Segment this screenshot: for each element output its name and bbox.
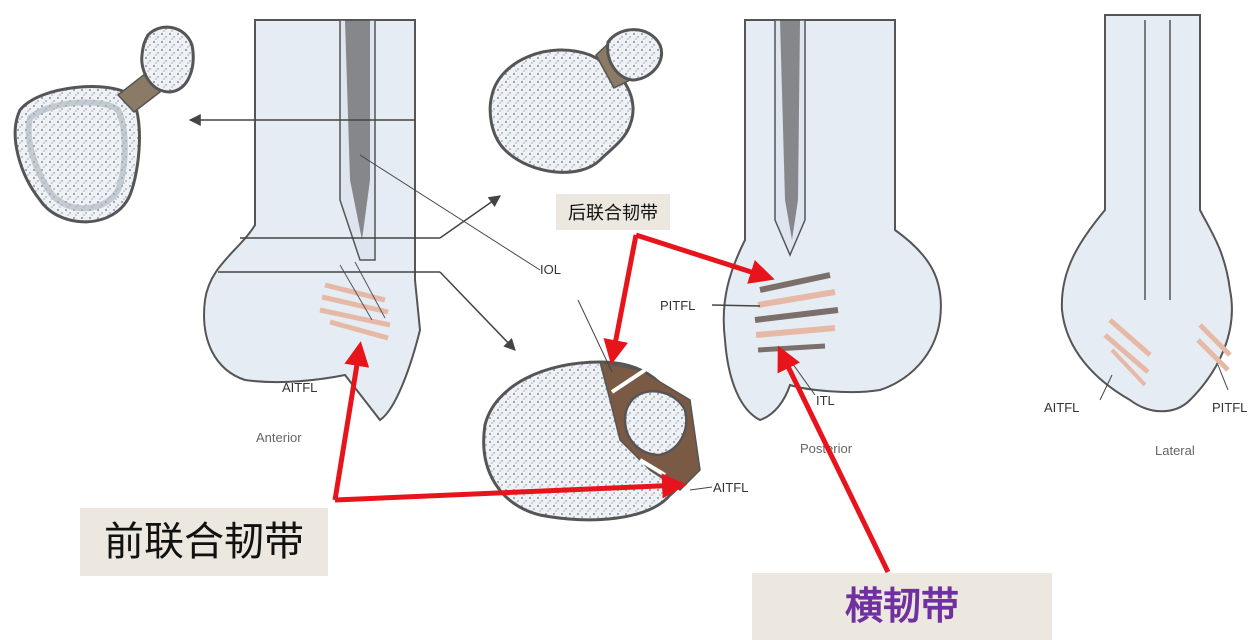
pitfl-lateral-label: PITFL bbox=[1212, 400, 1247, 415]
anterior-syndesmosis-label: 前联合韧带 bbox=[80, 508, 328, 576]
aitfl-anterior-label: AITFL bbox=[282, 380, 317, 395]
aitfl-section-label: AITFL bbox=[713, 480, 748, 495]
lateral-view-label: Lateral bbox=[1155, 443, 1195, 458]
anterior-view: AITFL Anterior bbox=[190, 20, 540, 445]
lateral-view: AITFL PITFL Lateral bbox=[1044, 15, 1247, 458]
proximal-cross-section bbox=[15, 27, 193, 222]
itl-label: ITL bbox=[816, 393, 835, 408]
aitfl-lateral-label: AITFL bbox=[1044, 400, 1079, 415]
posterior-syndesmosis-label: 后联合韧带 bbox=[556, 194, 670, 230]
iol-label: IOL bbox=[540, 262, 561, 277]
red-arrow-posterior-left bbox=[612, 235, 636, 360]
anterior-view-label: Anterior bbox=[256, 430, 302, 445]
middle-cross-section bbox=[490, 30, 661, 173]
pitfl-label: PITFL bbox=[660, 298, 695, 313]
distal-cross-section: IOL AITFL bbox=[484, 262, 749, 520]
transverse-ligament-label: 横韧带 bbox=[752, 573, 1052, 640]
